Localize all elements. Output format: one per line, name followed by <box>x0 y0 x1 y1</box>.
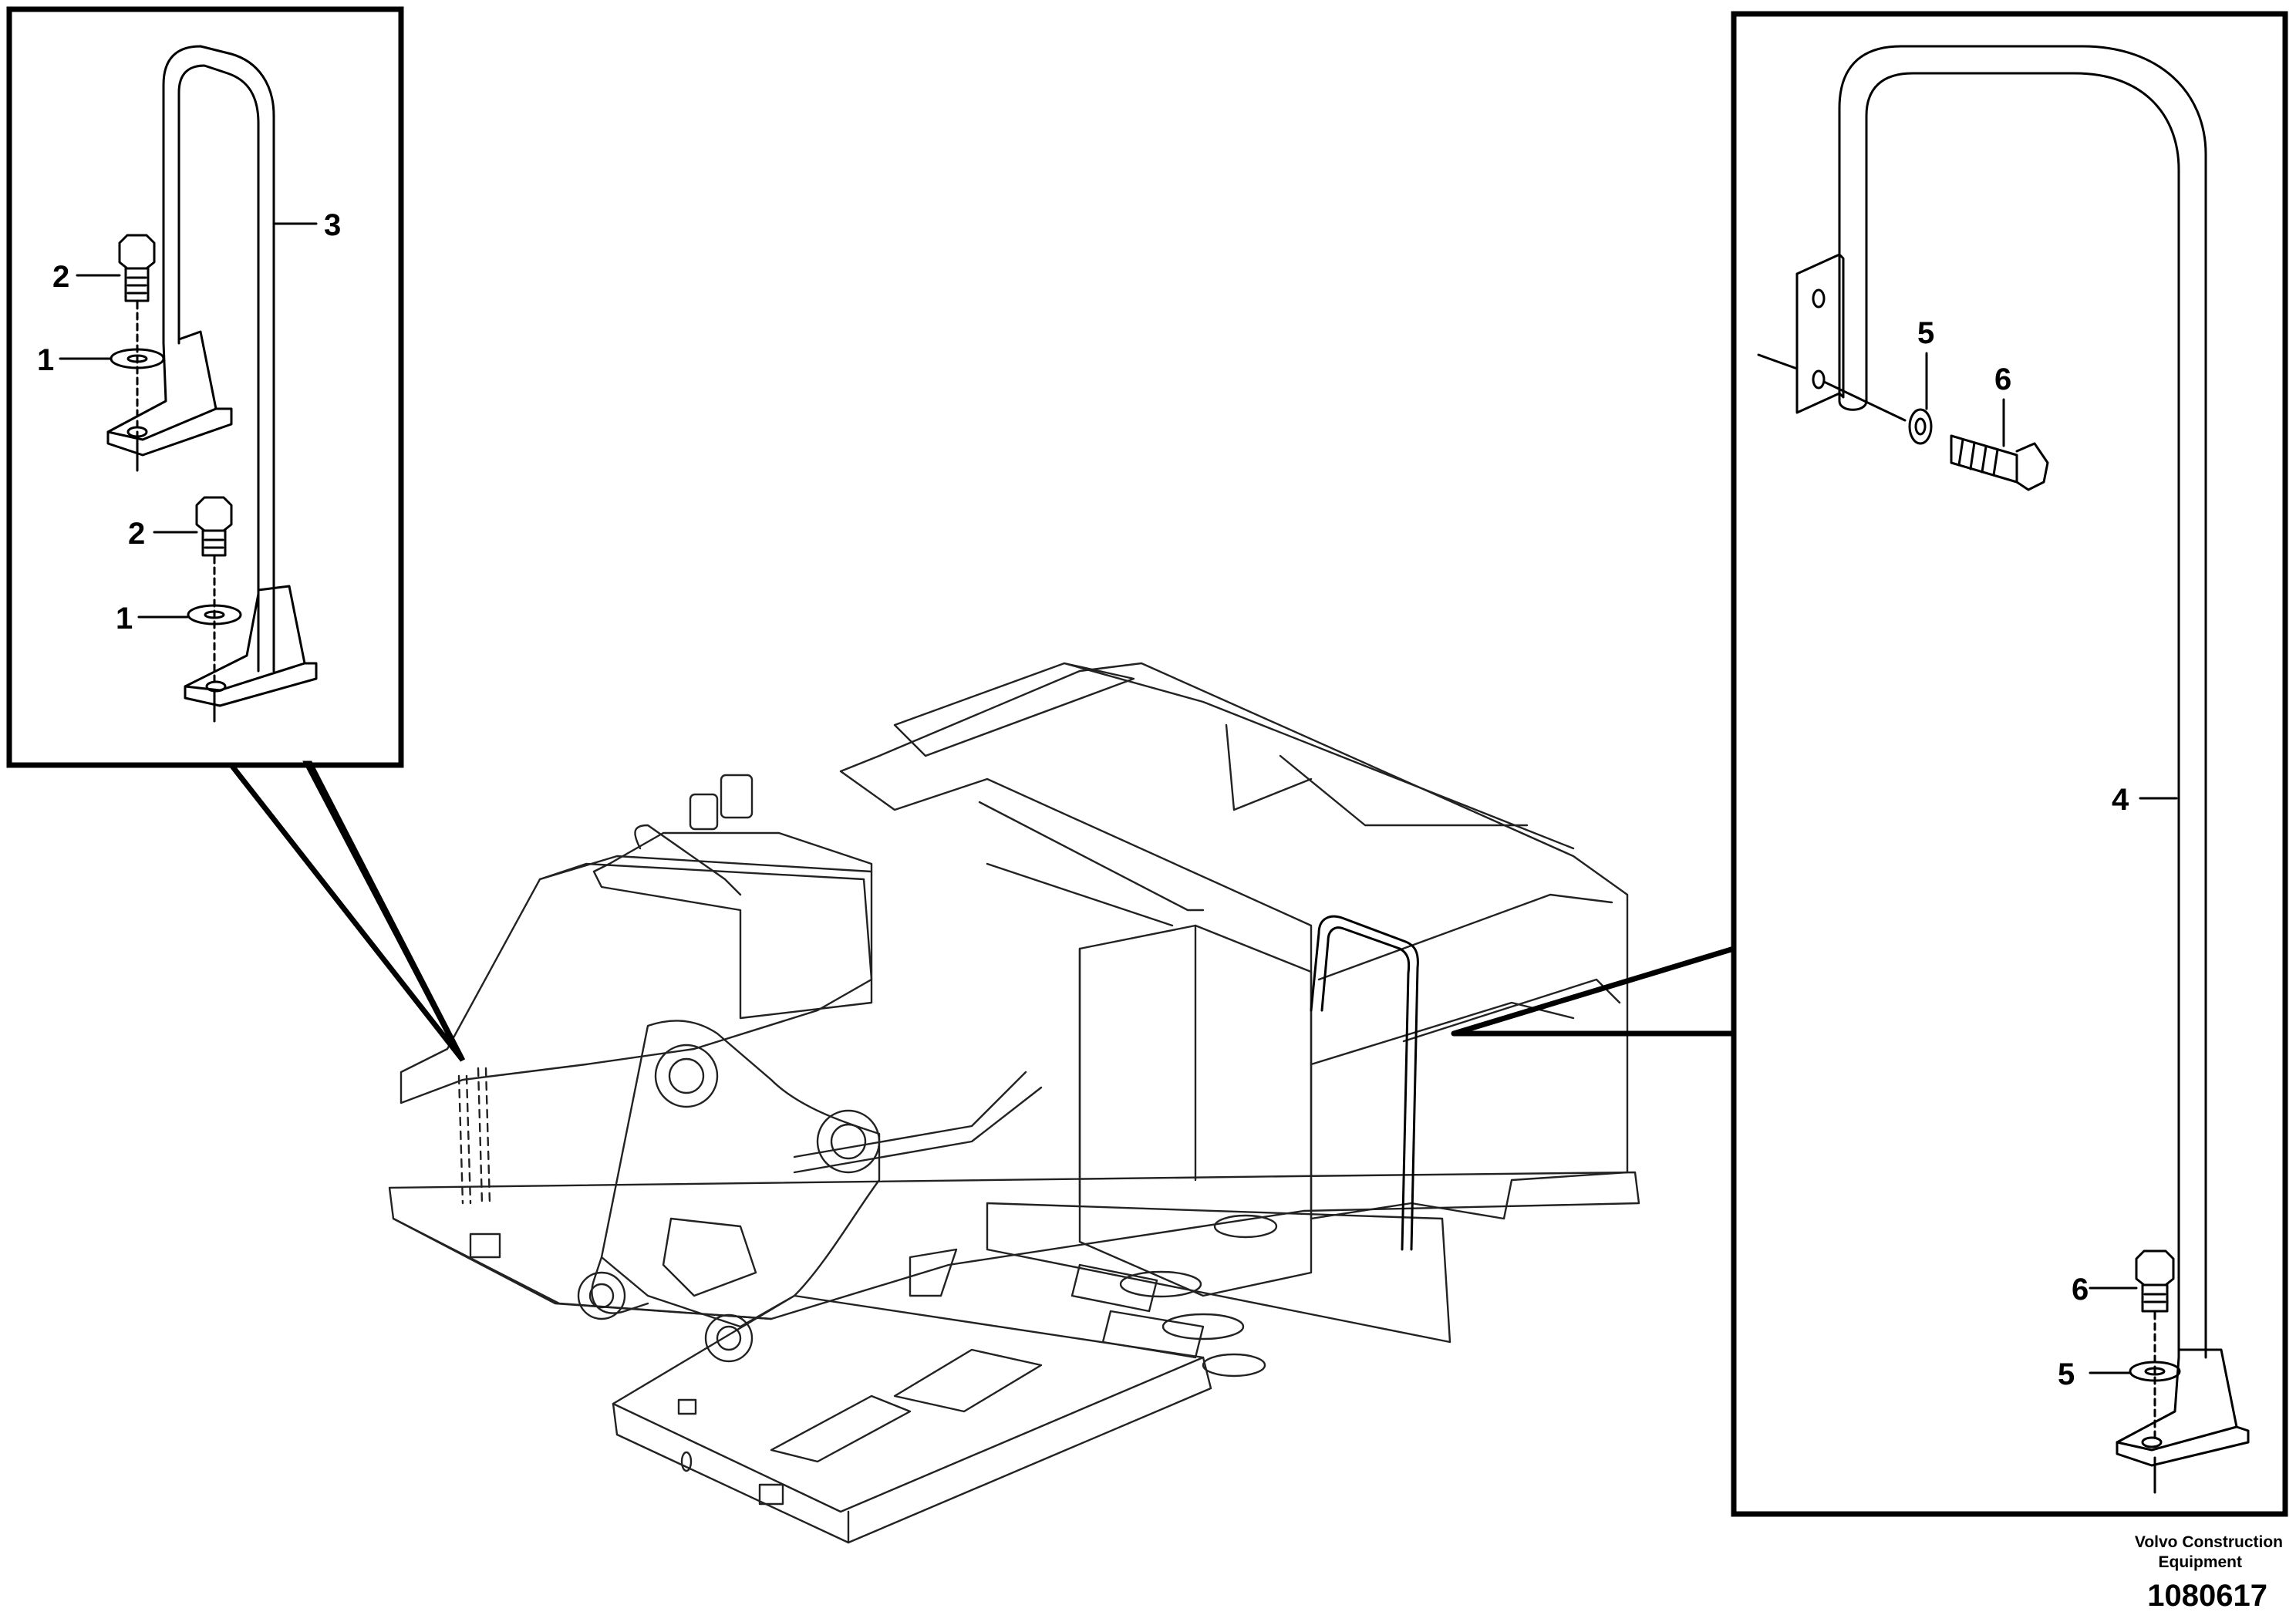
callout-label-1-lower: 1 <box>116 602 133 636</box>
credit-line-1: Volvo Construction <box>2135 1533 2283 1551</box>
left-detail-frame <box>6 6 404 768</box>
callout-label-2-upper: 2 <box>52 260 69 294</box>
callout-label-6-upper: 6 <box>1994 363 2011 396</box>
callout-label-1-upper: 1 <box>37 343 54 377</box>
right-detail-frame <box>1731 11 2288 1517</box>
drawing-credit: Volvo Construction Equipment 1080617 <box>2135 1533 2283 1613</box>
callout-label-3: 3 <box>324 208 341 242</box>
callout-label-5-lower: 5 <box>2058 1357 2075 1391</box>
callout-label-2-lower: 2 <box>128 517 145 551</box>
callout-label-4: 4 <box>2112 783 2129 817</box>
right-detail-callout: 5 6 4 6 5 <box>1451 11 2288 1517</box>
drawing-part-number: 1080617 <box>2147 1579 2267 1613</box>
callout-label-6-lower: 6 <box>2072 1273 2089 1307</box>
callout-label-5-upper: 5 <box>1917 316 1934 350</box>
machine-frame-drawing <box>388 662 1640 1544</box>
credit-line-2: Equipment <box>2159 1553 2243 1571</box>
left-detail-callout: 2 1 2 1 3 <box>6 6 466 1062</box>
